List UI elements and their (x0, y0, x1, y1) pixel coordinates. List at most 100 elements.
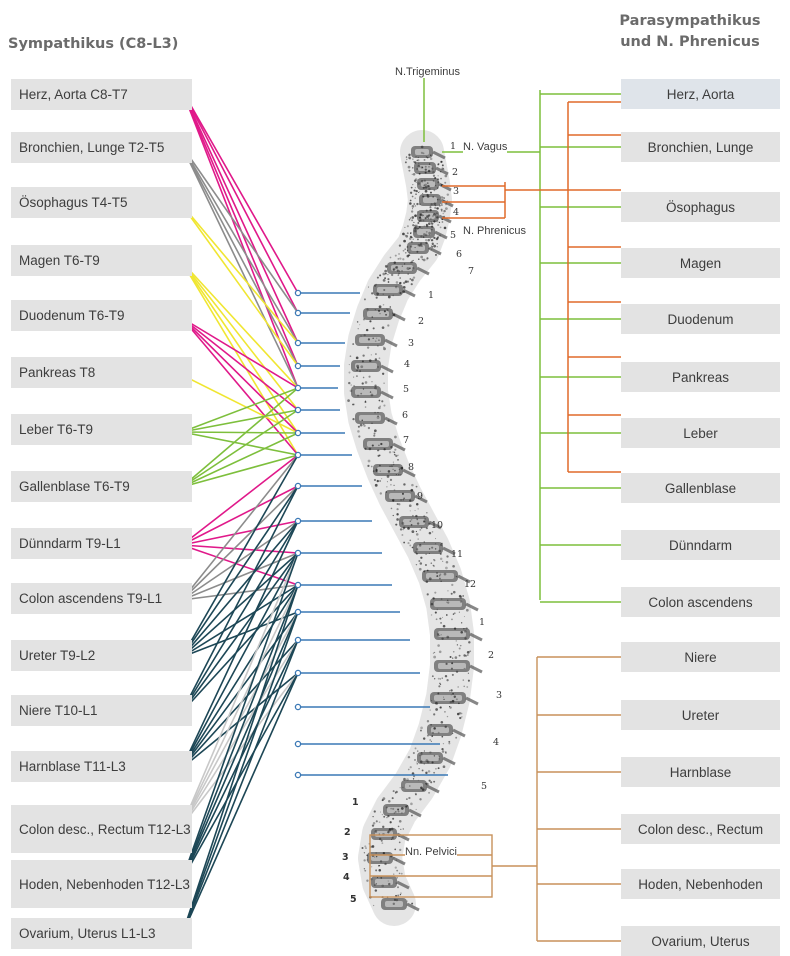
spine-stipple (458, 702, 460, 704)
spine-stipple (408, 756, 410, 758)
vertebra-highlight (367, 441, 389, 447)
spine-stipple (382, 826, 384, 828)
spine-stipple (433, 652, 434, 653)
spine-stipple (393, 790, 395, 792)
spine-stipple (412, 500, 413, 501)
spine-stipple (425, 168, 427, 170)
spine-stipple (437, 187, 439, 189)
spine-stipple (415, 793, 417, 795)
spine-stipple (393, 857, 395, 859)
spine-stipple (436, 220, 438, 222)
parasympathetic-organ-box: Gallenblase (621, 473, 780, 503)
spine-stipple (443, 697, 444, 698)
spine-stipple (426, 259, 427, 260)
parasympathetic-organ-box: Ösophagus (621, 192, 780, 222)
spine-stipple (392, 837, 394, 839)
spine-stipple (436, 618, 438, 620)
spine-stipple (380, 812, 381, 813)
spine-stipple (374, 884, 376, 886)
spine-stipple (438, 678, 440, 680)
spine-stipple (411, 283, 413, 285)
spine-stipple (413, 189, 415, 191)
spine-stipple (441, 637, 443, 639)
spine-stipple (435, 702, 438, 705)
spine-stipple (371, 292, 373, 294)
spine-stipple (417, 763, 419, 765)
spine-stipple (432, 597, 434, 599)
spine-stipple (386, 817, 387, 818)
spine-stipple (416, 553, 418, 555)
spine-stipple (397, 455, 398, 456)
spine-stipple (391, 446, 392, 447)
sacral-vertebra-number: 2 (344, 827, 351, 838)
spine-stipple (433, 781, 435, 783)
spine-stipple (446, 636, 449, 639)
spine-stipple (411, 279, 414, 282)
spine-stipple (386, 807, 388, 809)
spine-stipple (376, 820, 378, 822)
spine-stipple (420, 753, 422, 755)
spine-stipple (433, 713, 435, 715)
sympathetic-line (182, 205, 298, 343)
spine-stipple (403, 497, 405, 499)
spine-stipple (424, 541, 425, 542)
spinal-nerve-node (295, 637, 300, 642)
spine-stipple (447, 193, 449, 195)
spine-stipple (423, 515, 425, 517)
spine-stipple (356, 365, 359, 368)
spine-stipple (350, 355, 352, 357)
spine-stipple (401, 270, 403, 272)
spine-stipple (443, 625, 446, 628)
spine-stipple (410, 766, 412, 768)
spine-stipple (435, 548, 436, 549)
parasympathetic-organ-box: Harnblase (621, 757, 780, 787)
spine-stipple (461, 716, 462, 717)
spine-stipple (434, 177, 436, 179)
spine-stipple (364, 870, 366, 872)
spine-stipple (417, 225, 418, 226)
spine-stipple (430, 209, 432, 211)
spine-stipple (438, 767, 440, 769)
spine-stipple (389, 451, 391, 453)
spine-stipple (400, 528, 402, 530)
spine-stipple (421, 146, 424, 149)
spine-stipple (435, 254, 437, 256)
vertebra-highlight (421, 755, 439, 761)
spine-stipple (379, 313, 380, 314)
spine-stipple (442, 213, 444, 215)
spine-stipple (448, 741, 450, 743)
spine-stipple (430, 781, 432, 783)
spine-stipple (453, 651, 455, 653)
spine-stipple (415, 247, 416, 248)
spine-stipple (463, 686, 464, 687)
spine-stipple (372, 824, 374, 826)
spine-stipple (374, 412, 376, 414)
spine-stipple (386, 309, 387, 310)
spine-stipple (426, 512, 428, 514)
spine-stipple (376, 284, 377, 285)
spine-stipple (378, 445, 379, 446)
sympathetic-line (182, 553, 298, 880)
spine-stipple (375, 869, 377, 871)
nervus-phrenicus-label: N. Phrenicus (463, 225, 526, 237)
spine-stipple (431, 249, 432, 250)
spine-stipple (443, 200, 444, 201)
spine-stipple (437, 237, 439, 239)
spine-stipple (387, 274, 388, 275)
spine-stipple (395, 455, 397, 457)
spine-stipple (403, 542, 405, 544)
spine-stipple (434, 592, 436, 594)
spine-stipple (440, 558, 442, 560)
spine-stipple (463, 654, 465, 656)
spine-stipple (394, 436, 397, 439)
spine-stipple (451, 694, 452, 695)
spine-stipple (410, 803, 413, 806)
spine-stipple (404, 227, 405, 228)
spine-stipple (389, 828, 391, 830)
spine-stipple (393, 314, 396, 317)
spine-stipple (419, 529, 421, 531)
spinal-nerve-node (295, 452, 300, 457)
spine-stipple (361, 847, 363, 849)
spine-stipple (375, 852, 377, 854)
spine-stipple (391, 839, 392, 840)
